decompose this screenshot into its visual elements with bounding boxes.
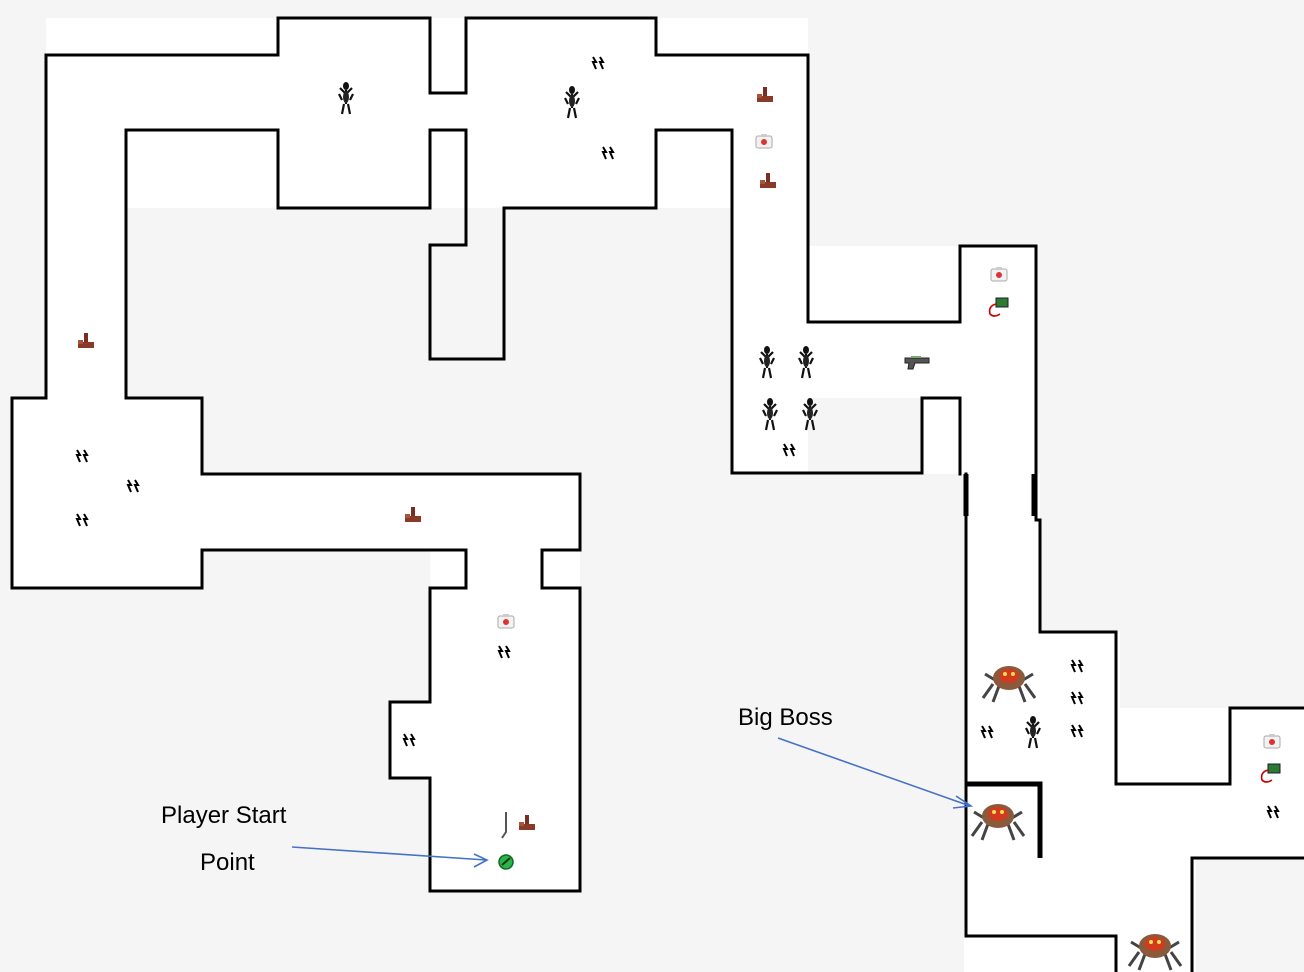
player-start-label: Player Start — [161, 802, 287, 829]
medkit-icon — [1263, 733, 1281, 749]
level-walls — [10, 16, 1304, 972]
player-start-label-line2: Point — [200, 849, 255, 876]
health-pickups — [497, 133, 1281, 749]
medkit-icon — [497, 613, 515, 629]
big-boss-arrow — [777, 737, 974, 809]
big-boss-label: Big Boss — [738, 704, 833, 731]
player-start-arrow — [291, 846, 489, 868]
medkit-icon — [990, 266, 1008, 282]
player-start-icon — [498, 854, 514, 870]
knife-icon — [501, 812, 507, 839]
medkit-icon — [755, 133, 773, 149]
